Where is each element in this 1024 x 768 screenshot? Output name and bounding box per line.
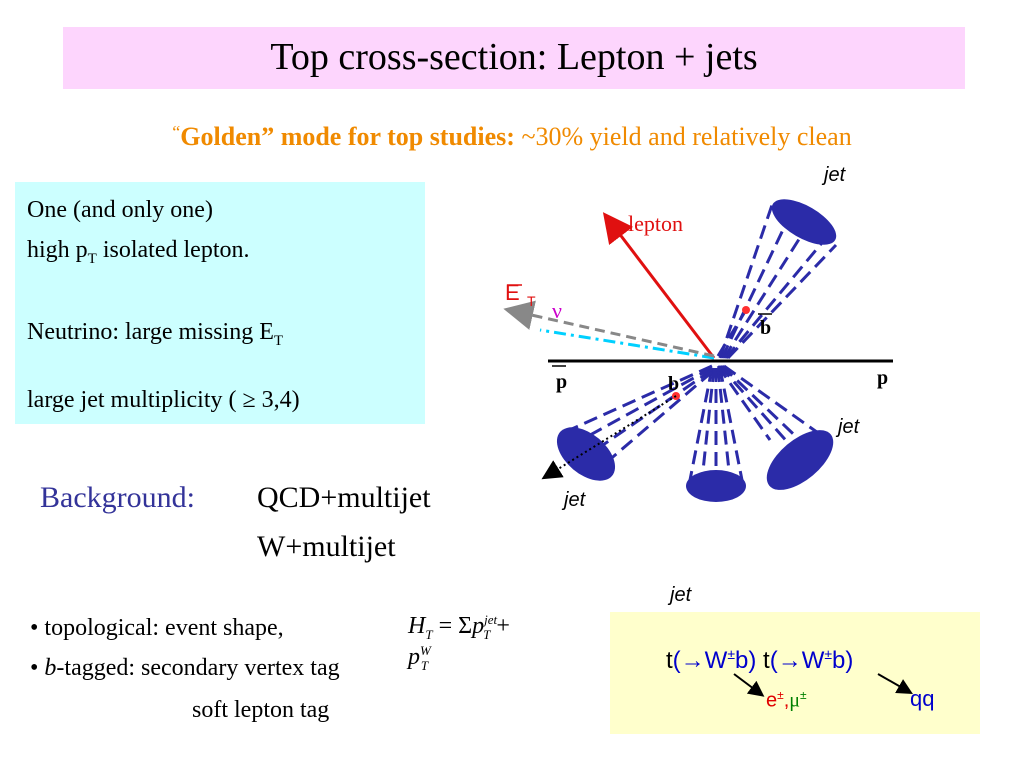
- b-top-label: b: [760, 317, 771, 339]
- formula-w-sup: W: [420, 642, 431, 658]
- et-sub-label: T: [527, 293, 536, 309]
- formula-plus: +: [490, 613, 510, 639]
- formula-p2: p: [408, 643, 420, 670]
- formula-eq: = Σ: [432, 613, 473, 639]
- signature-line-2-post: isolated lepton.: [96, 237, 250, 263]
- ht-formula: HT = ΣpjetT + pWT: [408, 612, 536, 674]
- formula-p1: p: [472, 613, 485, 639]
- decay-lep-e: e: [766, 689, 778, 712]
- bullet-btag-post: -tagged: secondary vertex tag: [56, 655, 340, 681]
- signature-line-2-sub: T: [87, 250, 97, 267]
- b-quark-line-top: [716, 309, 748, 357]
- decay-b1: b): [735, 647, 757, 674]
- signature-line-4: large jet multiplicity ( ≥ 3,4): [27, 387, 300, 413]
- b-bottom-label: b: [668, 373, 679, 395]
- decay-t1: t: [666, 647, 673, 674]
- background-label: Background:: [40, 481, 195, 514]
- signature-line-3-pre: Neutrino: large missing E: [27, 319, 274, 345]
- lepton-track: [602, 212, 716, 359]
- jet-cone-top-right: [718, 204, 838, 360]
- subtitle: “Golden” mode for top studies: ~30% yiel…: [0, 122, 1024, 152]
- signature-line-1: One (and only one): [27, 197, 213, 223]
- signature-line-2-pre: high p: [27, 237, 88, 263]
- jet-label-left: jet: [561, 489, 587, 511]
- neutrino-track: [539, 328, 715, 360]
- jet-cone-bottom: [688, 367, 744, 481]
- bullet-btag: • b-tagged: secondary vertex tag: [30, 655, 340, 682]
- signature-line-3-sub: T: [273, 332, 284, 349]
- missing-et-arrow: [503, 300, 715, 358]
- et-label: E: [505, 280, 520, 305]
- jet-blob-left: [556, 427, 616, 481]
- jet-label-top: jet: [821, 164, 847, 186]
- jet-label-right: jet: [835, 416, 861, 438]
- formula-h-sub: T: [425, 626, 433, 642]
- subtitle-rest: ~30% yield and relatively clean: [514, 122, 852, 151]
- signature-line-3: Neutrino: large missing ET: [27, 318, 283, 355]
- formula-h: H: [408, 613, 426, 639]
- bullet-btag-italic: b: [44, 655, 57, 681]
- background-item-qcd: QCD+multijet: [257, 481, 431, 514]
- formula-p1-sub: T: [483, 626, 491, 642]
- background-item-w: W+multijet: [257, 530, 396, 563]
- jet-blob-bottom: [686, 470, 746, 502]
- decay-lep-comma: ,: [783, 689, 790, 712]
- lepton-label: lepton: [628, 211, 683, 236]
- decay-arrow-lepton: [733, 673, 765, 697]
- bullet-soft-lepton: soft lepton tag: [192, 697, 330, 723]
- title-banner: Top cross-section: Lepton + jets: [63, 27, 965, 89]
- bullet-topological: • topological: event shape,: [30, 615, 284, 641]
- decay-box: t(→W±b) t(→W±b) e±,μ± qq: [610, 612, 980, 734]
- jet-label-bottom: jet: [667, 584, 693, 606]
- signature-box: One (and only one) high pT isolated lept…: [15, 182, 425, 424]
- decay-arrow2: (→W: [769, 647, 825, 674]
- signature-line-2: high pT isolated lepton.: [27, 236, 249, 273]
- jet-blob-bottom-right: [766, 430, 834, 490]
- decay-t2: t: [756, 647, 770, 674]
- decay-arrow1: (→W: [672, 647, 728, 674]
- decay-leptons: e±,μ±: [766, 688, 807, 713]
- nu-label: ν: [552, 298, 562, 323]
- decay-b2: b): [832, 647, 854, 674]
- subtitle-quote: “: [172, 122, 181, 142]
- slide-title: Top cross-section: Lepton + jets: [270, 36, 758, 78]
- formula-jet-sup: jet: [484, 612, 498, 627]
- decay-pm1: ±: [727, 646, 736, 662]
- jet-cone-bottom-right: [716, 364, 829, 450]
- decay-chain: t(→W±b) t(→W±b): [666, 646, 853, 675]
- decay-lep-mu: μ: [789, 689, 801, 712]
- jet-blob-top-right: [771, 199, 837, 245]
- jet-cone-left: [564, 364, 713, 470]
- bullet-btag-pre: •: [30, 655, 45, 681]
- subtitle-bold: Golden” mode for top studies:: [180, 122, 515, 151]
- decay-lep-mu-pm: ±: [800, 688, 807, 702]
- decay-pm2: ±: [824, 646, 833, 662]
- decay-qq: qq: [910, 686, 935, 711]
- decay-arrow-qq: [877, 673, 913, 694]
- b-vertex-top: [742, 306, 750, 314]
- decay-lep-e-pm: ±: [777, 688, 784, 702]
- p-label: p: [877, 367, 888, 389]
- p-bar-label: p: [556, 371, 567, 393]
- decay-arrows: [733, 673, 913, 697]
- formula-p2-sub: T: [420, 657, 429, 673]
